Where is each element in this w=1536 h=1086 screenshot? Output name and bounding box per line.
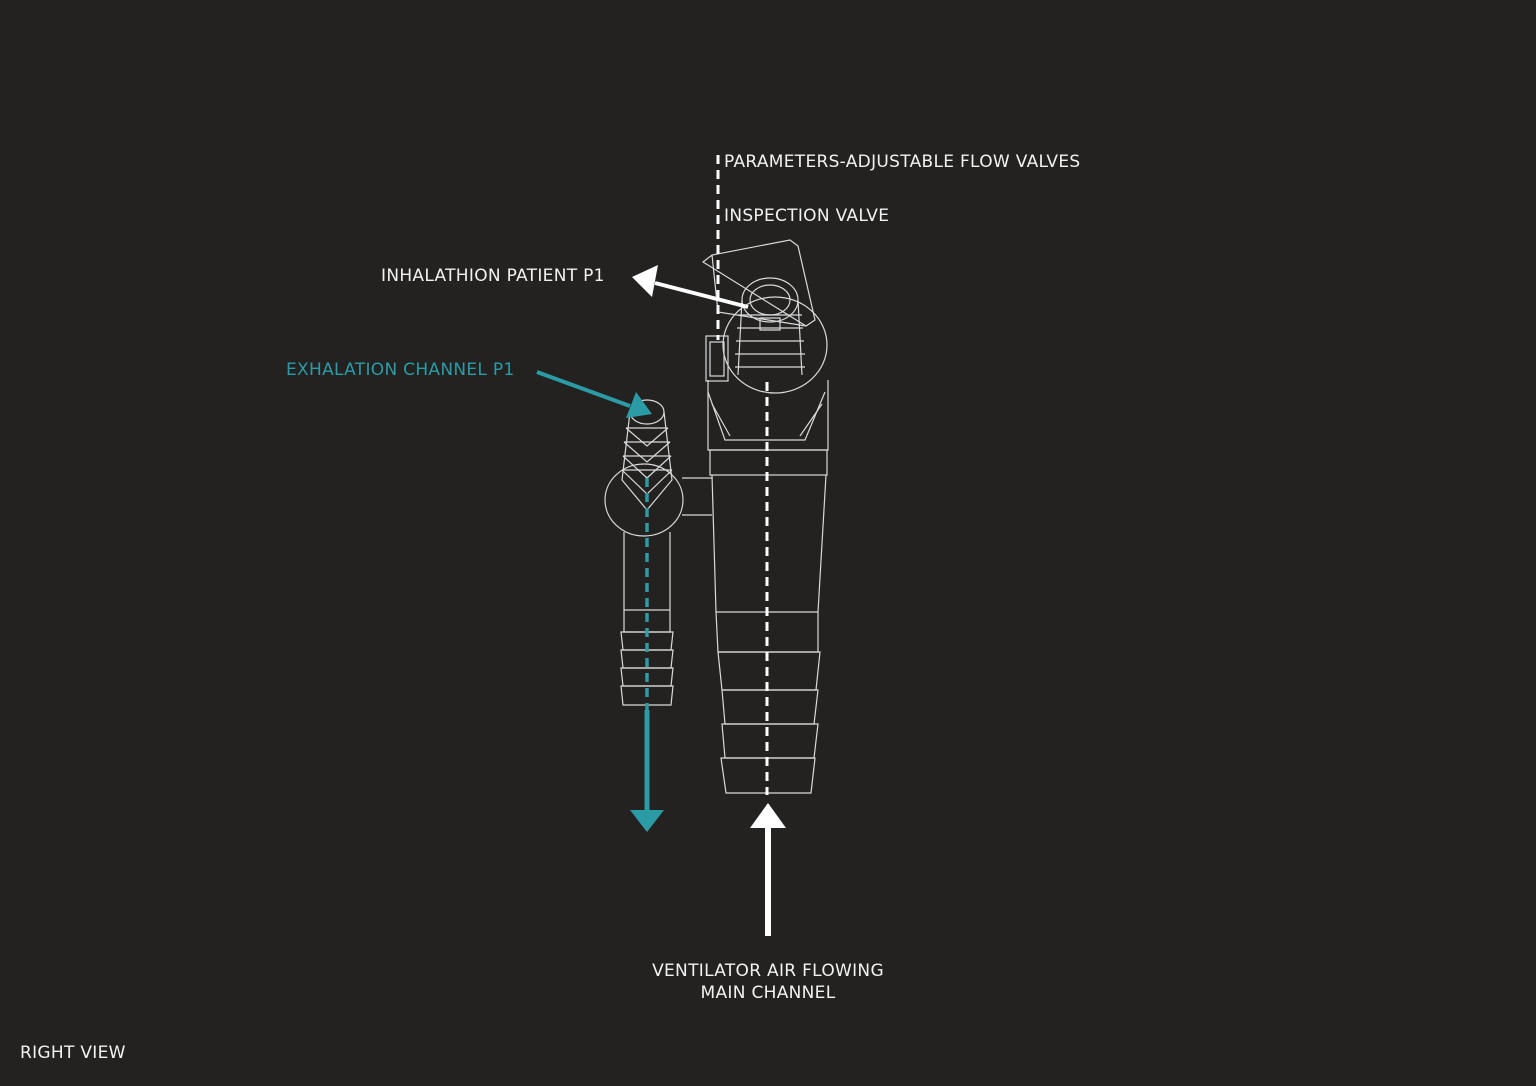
exhalation-channel-label: EXHALATION CHANNEL P1	[286, 360, 515, 380]
inhalation-arrow	[632, 265, 749, 309]
inhalation-patient-label: INHALATHION PATIENT P1	[381, 266, 605, 286]
parameters-valves-label: PARAMETERS-ADJUSTABLE FLOW VALVES	[724, 152, 1081, 172]
main-valve-body	[682, 239, 829, 794]
view-name-label: RIGHT VIEW	[20, 1043, 126, 1063]
main-channel-label-line2: MAIN CHANNEL	[700, 983, 836, 1003]
inspection-valve-label: INSPECTION VALVE	[724, 206, 890, 226]
exhalation-out-arrow	[630, 710, 664, 832]
main-channel-label: VENTILATOR AIR FLOWING MAIN CHANNEL	[618, 960, 918, 1004]
ventilator-air-arrow	[750, 803, 786, 936]
exhalation-pointer-arrow	[536, 370, 652, 418]
main-channel-label-line1: VENTILATOR AIR FLOWING	[652, 961, 884, 981]
exhalation-branch-body	[604, 399, 684, 706]
